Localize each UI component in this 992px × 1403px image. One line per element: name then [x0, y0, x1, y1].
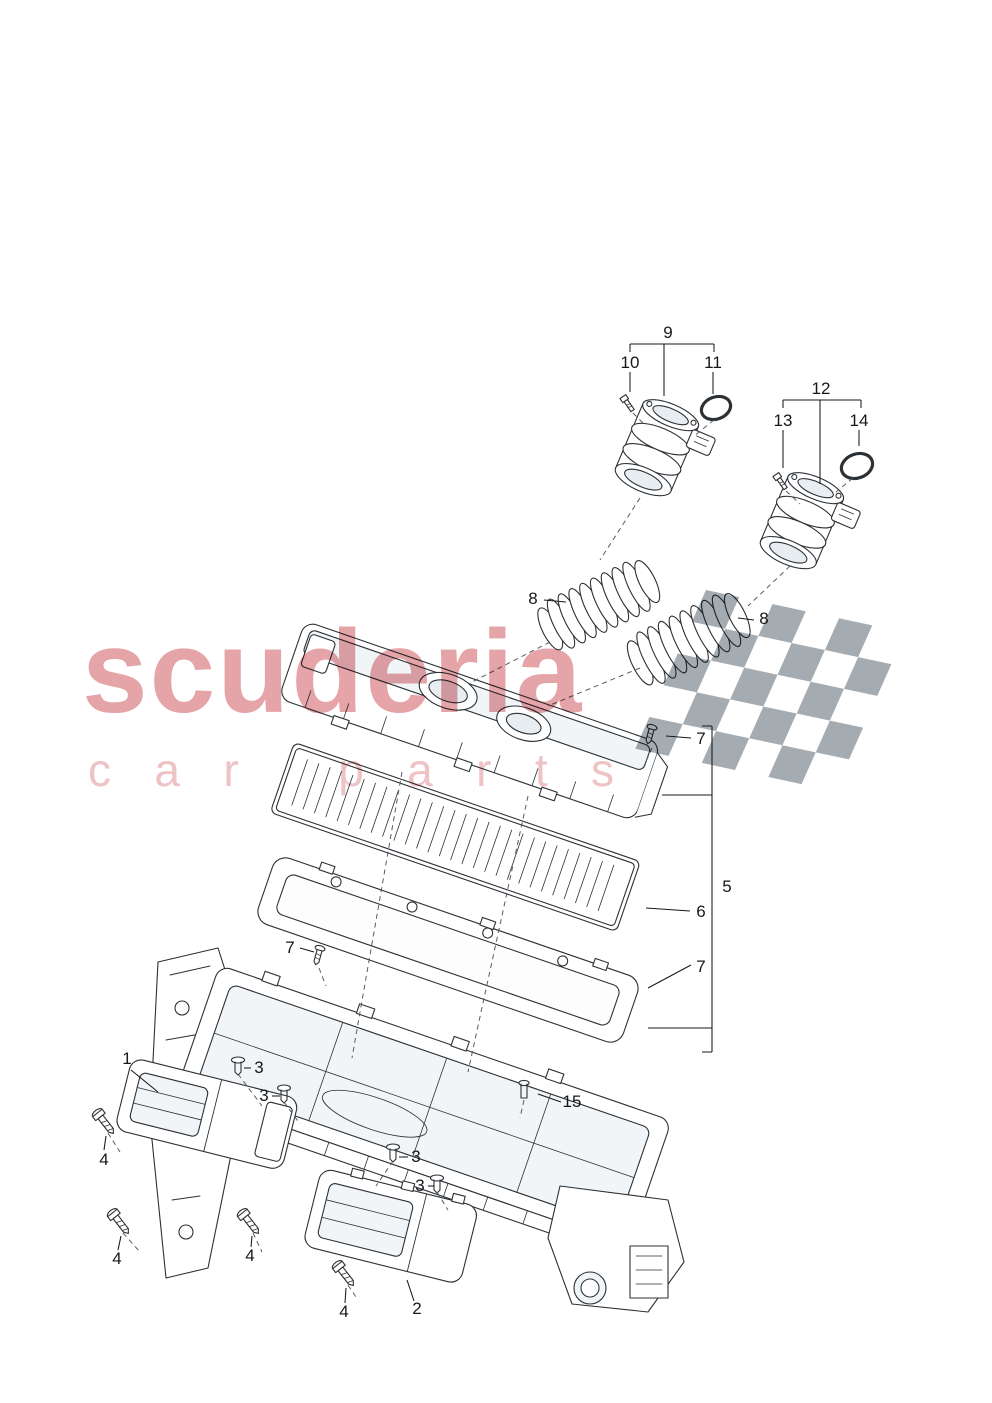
callout-labels: 9 10 11 12 13 14 8 8 7 5 6 7 7 15 1 3 3 … — [99, 323, 868, 1321]
filter-element — [271, 743, 640, 931]
screw-duct-2 — [105, 1206, 134, 1238]
stud-pin — [518, 1079, 530, 1099]
screw-duct-4 — [330, 1258, 359, 1290]
checkered-flag-graphic — [635, 590, 892, 785]
screw-cover-2 — [310, 943, 327, 967]
o-ring-upper — [699, 394, 733, 422]
callout-7c[interactable]: 7 — [285, 938, 294, 957]
callout-leader-lines — [103, 343, 862, 1304]
callout-11[interactable]: 11 — [704, 353, 722, 372]
watermark-subtitle-text: car parts — [88, 744, 640, 796]
callout-2[interactable]: 2 — [412, 1299, 421, 1318]
intake-duct-1 — [116, 1059, 298, 1169]
watermark: scuderia car parts — [82, 606, 640, 796]
gasket-frame — [257, 857, 639, 1043]
callout-4d[interactable]: 4 — [339, 1302, 348, 1321]
callout-1[interactable]: 1 — [122, 1049, 131, 1068]
callout-13[interactable]: 13 — [774, 411, 793, 430]
screw-duct-1 — [90, 1106, 119, 1138]
callout-7b[interactable]: 7 — [696, 957, 705, 976]
callout-4b[interactable]: 4 — [112, 1249, 121, 1268]
callout-5[interactable]: 5 — [722, 877, 731, 896]
callout-6[interactable]: 6 — [696, 902, 705, 921]
throttle-connecting-piece-lower — [754, 465, 868, 585]
callout-4a[interactable]: 4 — [99, 1150, 108, 1169]
callout-10[interactable]: 10 — [621, 353, 640, 372]
callout-8a[interactable]: 8 — [528, 589, 537, 608]
callout-4c[interactable]: 4 — [245, 1246, 254, 1265]
air-cleaner-cover — [281, 623, 669, 819]
intake-duct-2 — [304, 1167, 478, 1283]
air-cleaner-housing-lower — [149, 947, 685, 1313]
callout-12[interactable]: 12 — [812, 379, 831, 398]
callout-3b[interactable]: 3 — [259, 1086, 268, 1105]
callout-3c[interactable]: 3 — [411, 1147, 420, 1166]
callout-9[interactable]: 9 — [663, 323, 672, 342]
callout-15[interactable]: 15 — [563, 1092, 582, 1111]
callout-8b[interactable]: 8 — [759, 609, 768, 628]
throttle-connecting-piece-upper — [609, 392, 723, 512]
screw-duct-3 — [235, 1206, 264, 1238]
bolt-upper — [619, 394, 637, 414]
o-ring-lower — [839, 451, 875, 481]
watermark-brand-text: scuderia — [82, 606, 583, 738]
callout-3a[interactable]: 3 — [254, 1058, 263, 1077]
callout-3d[interactable]: 3 — [415, 1176, 424, 1195]
callout-7a[interactable]: 7 — [696, 729, 705, 748]
callout-14[interactable]: 14 — [850, 411, 869, 430]
